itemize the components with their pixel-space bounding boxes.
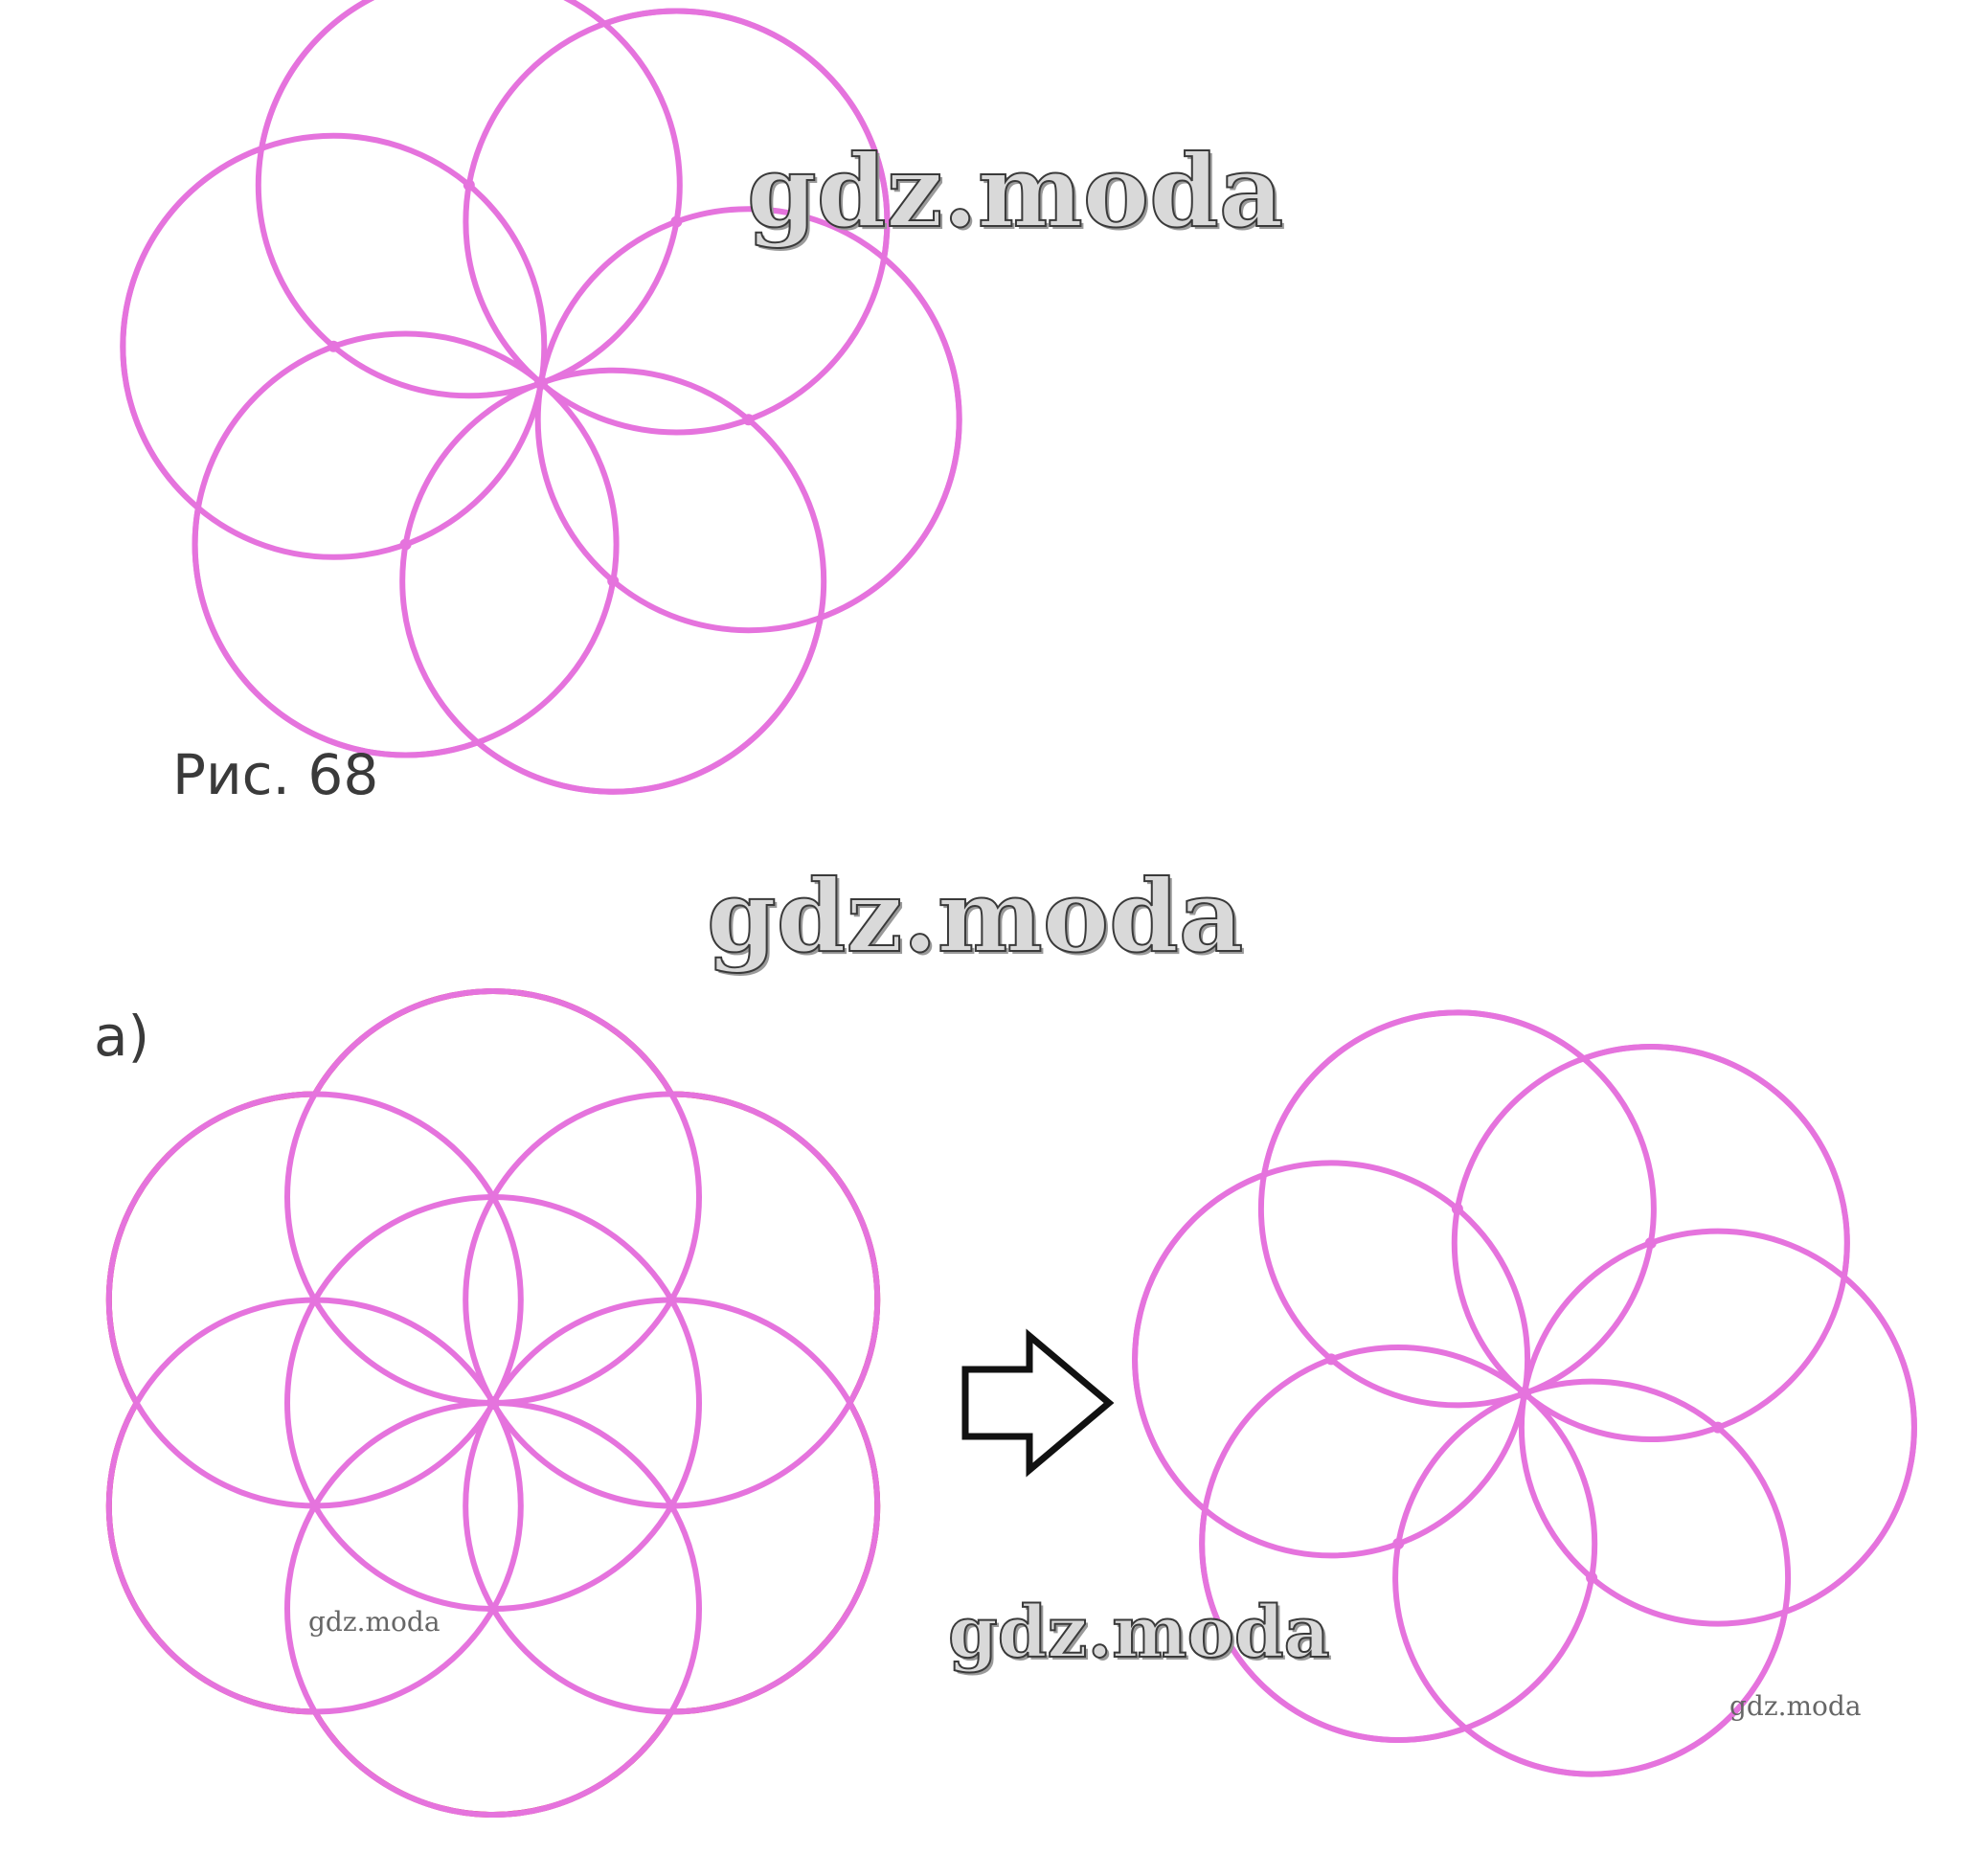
petal-tip-arc bbox=[1774, 1090, 1850, 1278]
intersection-dot bbox=[1325, 1353, 1338, 1366]
centre-dot bbox=[1518, 1387, 1531, 1400]
right-arrow-icon bbox=[961, 1328, 1115, 1478]
intersection-dot bbox=[607, 575, 620, 587]
figure-a-result-flower bbox=[1132, 1009, 1917, 1777]
intersection-dot bbox=[1392, 1538, 1405, 1549]
petal-side-arc bbox=[1842, 1275, 1917, 1462]
watermark-small-right: gdz.moda bbox=[1729, 1690, 1862, 1722]
petal-side-arc bbox=[259, 0, 375, 149]
petal-side-arc bbox=[684, 617, 824, 782]
petal-side-arc bbox=[120, 309, 200, 510]
petal-side-arc bbox=[603, 8, 814, 63]
intersection-dot bbox=[1711, 1421, 1724, 1434]
watermark-small-left: gdz.moda bbox=[308, 1606, 441, 1638]
petal-tip-arc bbox=[192, 507, 273, 709]
intersection-dot bbox=[308, 1500, 321, 1512]
watermark-middle: gdz.moda bbox=[706, 857, 1244, 975]
outer-circle bbox=[105, 1297, 524, 1715]
intersection-dot bbox=[328, 340, 340, 352]
petal-side-arc bbox=[1658, 1611, 1788, 1766]
petal-tip-arc bbox=[563, 0, 607, 26]
intersection-dot bbox=[670, 215, 683, 228]
petal-circle bbox=[255, 0, 683, 399]
petal-side-arc bbox=[1261, 1021, 1391, 1176]
petal-tip-arc bbox=[1463, 1726, 1661, 1777]
petal-side-arc bbox=[1582, 1043, 1779, 1096]
petal-side-arc bbox=[268, 703, 479, 758]
figure-68-flower bbox=[120, 0, 962, 795]
petal-tip-arc bbox=[819, 455, 960, 621]
petal-tip-arc bbox=[1389, 1009, 1586, 1061]
figure-68-caption: Рис. 68 bbox=[172, 742, 379, 807]
intersection-dot bbox=[1586, 1571, 1598, 1584]
petal-tip-arc bbox=[809, 57, 891, 260]
petal-tip-arc bbox=[475, 740, 687, 795]
intersection-dot bbox=[1644, 1237, 1657, 1249]
petal-tip-arc bbox=[123, 146, 263, 311]
petal-side-arc bbox=[1270, 1691, 1467, 1744]
petal-side-arc bbox=[1132, 1324, 1208, 1512]
figure-a-circles bbox=[105, 988, 881, 1818]
petal-tip-arc bbox=[1783, 1460, 1914, 1616]
intersection-dot bbox=[399, 538, 412, 551]
petal-tip-arc bbox=[1135, 1171, 1266, 1326]
part-a-label: а) bbox=[94, 1004, 150, 1069]
petal-side-arc bbox=[882, 256, 962, 457]
intersection-dot bbox=[463, 179, 475, 192]
watermark-lower: gdz.moda bbox=[947, 1592, 1331, 1674]
centre-dot bbox=[534, 376, 548, 390]
watermark-top: gdz.moda bbox=[746, 132, 1284, 250]
arrow-shape bbox=[961, 1328, 1115, 1478]
intersection-dot bbox=[742, 414, 755, 426]
intersection-dot bbox=[1451, 1203, 1463, 1215]
petal-tip-arc bbox=[1199, 1508, 1275, 1697]
centre-dot bbox=[486, 1396, 500, 1410]
